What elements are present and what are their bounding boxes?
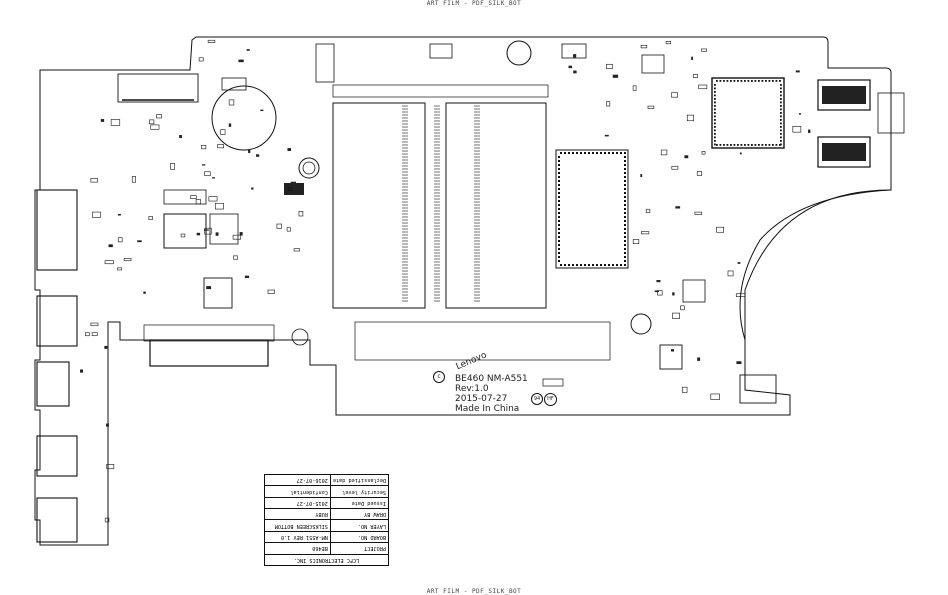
title-block-key: Declassified date (330, 474, 389, 486)
io-connector-4 (36, 435, 78, 477)
title-block-key: BOARD NO. (330, 531, 389, 543)
title-block-key: LAYER NO. (330, 520, 389, 532)
title-block-value: SILKSCREEN BOTTOM (264, 520, 331, 532)
title-block-value: 2015-07-27 (264, 497, 331, 509)
board-revision: Rev:1.0 (455, 384, 489, 394)
title-block-value: NM-A551 REV 1.0 (264, 531, 331, 543)
io-connector-1 (36, 189, 78, 271)
pch-ball-grid (714, 80, 782, 146)
coin-battery (211, 85, 277, 151)
title-block-row: LCFC ELECTRONICS INC. (264, 554, 389, 566)
title-block-company: LCFC ELECTRONICS INC. (264, 554, 389, 566)
dimm-socket-a (332, 102, 426, 309)
io-connector-2 (36, 295, 78, 347)
title-block-key: Security level (330, 485, 389, 498)
halogen-free-mark: HF (544, 393, 557, 406)
title-block-value: BE460 (264, 542, 331, 555)
board-date: 2015-07-27 (455, 394, 508, 404)
cpu-ball-grid (558, 152, 626, 266)
title-block-key: Issued Date (330, 497, 389, 509)
lcd-connector (149, 339, 269, 367)
smd-components (80, 39, 811, 523)
title-block-value: Confidential (264, 485, 331, 498)
io-connector-3 (36, 361, 70, 407)
title-block-key: DRAW BY (330, 508, 389, 520)
title-block-row: BOARD NO.NM-A551 REV 1.0 (264, 531, 389, 543)
title-block-key: PROJECT (330, 542, 389, 555)
made-in-label: Made In China (455, 404, 520, 414)
io-connector-5 (36, 497, 78, 543)
title-block-row: LAYER NO.SILKSCREEN BOTTOM (264, 520, 389, 532)
film-title-bottom: ART FILM - PDF_SILK_BOT (426, 588, 522, 595)
ul-mark: 94 (531, 393, 543, 405)
right-cutout-arc (744, 189, 892, 340)
dimm-pins (402, 105, 480, 302)
title-block-value: 2016-07-27 (264, 474, 331, 486)
dimm-socket-b (445, 102, 547, 309)
board-model: BE460 NM-A551 (455, 374, 528, 384)
film-title-top: ART FILM - PDF_SILK_BOT (426, 0, 522, 7)
title-block-value: RUBY (264, 508, 331, 520)
copyright-mark: c (433, 371, 445, 383)
cpu-pad (555, 149, 629, 269)
board-outline (34, 36, 892, 546)
pch-pad (711, 77, 785, 149)
